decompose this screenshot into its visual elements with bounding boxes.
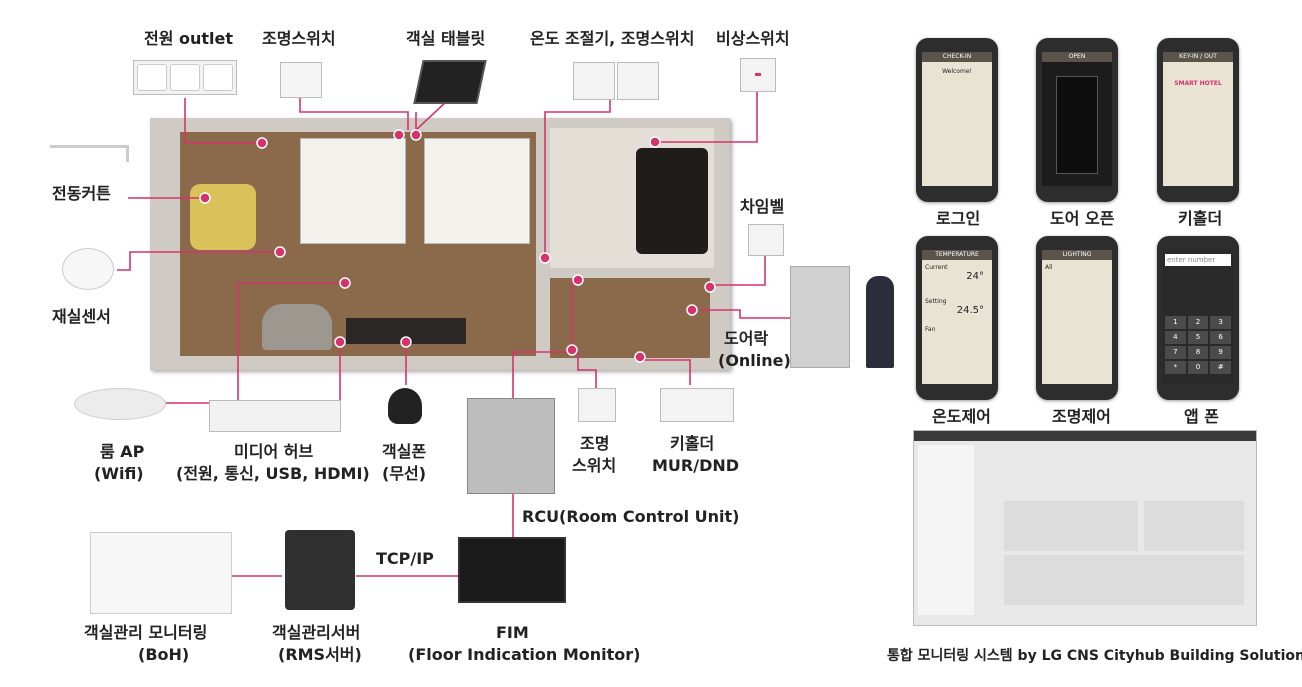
app-label-door-open: 도어 오픈 [1050, 209, 1115, 228]
temp-setting-value: 24.5° [956, 305, 984, 316]
label-media-2: (전원, 통신, USB, HDMI) [176, 464, 370, 483]
sofa [262, 304, 332, 350]
temp-title: TEMPERATURE [922, 250, 992, 260]
app-label-app-phone: 앱 폰 [1184, 407, 1220, 426]
light-title: LIGHTING [1042, 250, 1112, 260]
room-floorplan [150, 118, 730, 370]
chime-device [748, 224, 784, 256]
phone-light-control: LIGHTING All [1036, 236, 1118, 400]
monitor-caption: 통합 모니터링 시스템 by LG CNS Cityhub Building S… [887, 648, 1302, 664]
label-rms-2: (RMS서버) [278, 645, 362, 664]
light-switch-device [617, 62, 659, 100]
label-switch-bottom-1: 조명 [580, 434, 610, 453]
thermostat-device [573, 62, 615, 100]
label-fim-2: (Floor Indication Monitor) [408, 645, 641, 664]
label-occupancy: 재실센서 [52, 307, 111, 326]
fim-monitor [458, 537, 566, 603]
key: 8 [1187, 346, 1209, 359]
phone-input: enter number [1165, 254, 1231, 266]
light-all: All [1045, 264, 1053, 271]
label-ap-2: (Wifi) [94, 464, 144, 483]
key-brand: SMART HOTEL [1174, 80, 1222, 87]
phone-keypad: 1 2 3 4 5 6 7 8 9 * 0 # [1163, 314, 1233, 376]
emergency-switch-device [740, 58, 776, 92]
key: 6 [1210, 331, 1231, 344]
label-tablet: 객실 태블릿 [406, 29, 486, 48]
label-phone-1: 객실폰 [382, 442, 427, 461]
label-media-1: 미디어 허브 [234, 442, 314, 461]
occupancy-sensor-device [62, 248, 114, 290]
key-title: KEY-IN / OUT [1163, 52, 1233, 62]
key: 5 [1187, 331, 1209, 344]
label-boh-1: 객실관리 모니터링 [84, 623, 208, 642]
key: 4 [1165, 331, 1186, 344]
login-title: CHECK-IN [922, 52, 992, 62]
label-doorlock-2: (Online) [718, 351, 791, 370]
temp-current: Current [925, 264, 948, 271]
login-welcome: Welcome! [942, 68, 972, 75]
media-hub-device [209, 400, 341, 432]
label-tcpip: TCP/IP [376, 549, 434, 568]
app-label-login: 로그인 [936, 209, 981, 228]
label-emergency: 비상스위치 [716, 29, 790, 48]
label-chime: 차임벨 [740, 197, 785, 216]
label-rcu: RCU(Room Control Unit) [522, 507, 740, 526]
phone-temp-control: TEMPERATURE Current 24° Setting 24.5° Fa… [916, 236, 998, 400]
key: 3 [1210, 316, 1231, 329]
rcu-device [467, 398, 555, 494]
entry-area [550, 278, 710, 358]
room-ap-device [74, 388, 166, 420]
guest-person [866, 276, 894, 368]
bathtub [636, 148, 708, 254]
key: 0 [1187, 361, 1209, 374]
key: 2 [1187, 316, 1209, 329]
label-ap-1: 룸 AP [100, 442, 145, 461]
keyholder-device [660, 388, 734, 422]
app-label-temp-control: 온도제어 [932, 407, 991, 426]
label-keyholder-1: 키홀더 [670, 434, 715, 453]
label-boh-2: (BoH) [138, 645, 190, 664]
room-phone-device [388, 388, 422, 424]
key: # [1210, 361, 1231, 374]
phone-door-open: OPEN [1036, 38, 1118, 202]
key: 1 [1165, 316, 1186, 329]
light-switch-top-device [280, 62, 322, 98]
label-switch-bottom-2: 스위치 [572, 456, 617, 475]
app-label-light-control: 조명제어 [1052, 407, 1111, 426]
boh-screen [90, 532, 232, 614]
label-phone-2: (무선) [382, 464, 427, 483]
bed-2 [424, 138, 530, 244]
label-rms-1: 객실관리서버 [272, 623, 361, 642]
temp-fan: Fan [925, 326, 936, 333]
light-switch-bottom-device [578, 388, 616, 422]
label-fim-1: FIM [496, 623, 529, 642]
key: 7 [1165, 346, 1186, 359]
doorlock-device [790, 266, 850, 368]
label-doorlock-1: 도어락 [724, 329, 769, 348]
label-curtain: 전동커튼 [52, 184, 111, 203]
app-label-key-holder: 키홀더 [1178, 209, 1223, 228]
key: * [1165, 361, 1186, 374]
temp-current-value: 24° [966, 271, 984, 282]
rms-server-device [285, 530, 355, 610]
phone-login: CHECK-IN Welcome! [916, 38, 998, 202]
label-thermostat: 온도 조절기, 조명스위치 [530, 29, 695, 48]
label-light-switch-top: 조명스위치 [262, 29, 336, 48]
curtain-rail-device [50, 145, 129, 162]
outlet-plate [133, 60, 237, 95]
phone-key-holder: KEY-IN / OUT SMART HOTEL [1157, 38, 1239, 202]
temp-setting: Setting [925, 298, 947, 305]
room-tablet-device [413, 60, 487, 104]
integrated-monitoring-screen [913, 430, 1257, 626]
key: 9 [1210, 346, 1231, 359]
door-title: OPEN [1042, 52, 1112, 62]
label-keyholder-2: MUR/DND [652, 456, 740, 475]
phone-app-phone: enter number 1 2 3 4 5 6 7 8 9 * 0 # [1157, 236, 1239, 400]
bed-1 [300, 138, 406, 244]
label-outlet: 전원 outlet [144, 29, 234, 48]
